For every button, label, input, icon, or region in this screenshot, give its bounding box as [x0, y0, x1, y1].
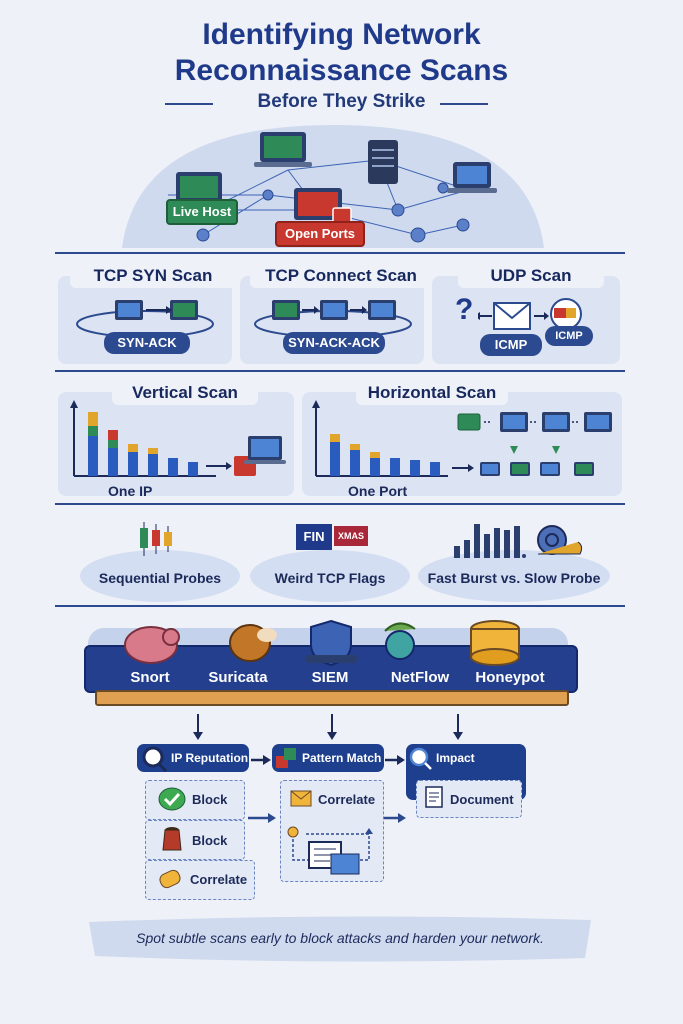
pig-icon: [124, 626, 180, 664]
syn-scan-tag: SYN-ACK: [104, 332, 190, 354]
subtitle-rule-right: [440, 103, 488, 105]
block-label-2: Block: [192, 833, 228, 848]
tool-snort: Snort: [130, 669, 170, 686]
connect-scan-tag: SYN-ACK-ACK: [283, 332, 385, 354]
xmas-flag: XMAS: [334, 526, 368, 546]
database-icon: [470, 620, 520, 666]
open-ports-badge: Open Ports: [275, 221, 365, 247]
vertical-scan-chart: [70, 400, 286, 477]
udp-scan-tag: ICMP: [480, 334, 542, 356]
tool-siem: SIEM: [311, 669, 349, 686]
page-title-line2: Reconnaissance Scans: [174, 54, 509, 87]
live-host-badge: Live Host: [166, 199, 238, 225]
tools-shelf-base: [95, 690, 569, 706]
item-arrows: [248, 813, 406, 823]
section-divider-3: [55, 503, 625, 505]
check-icon: [158, 787, 186, 811]
network-diagram: [122, 125, 544, 248]
tool-netflow: NetFlow: [390, 669, 450, 686]
correlation-flow-icon: [287, 826, 373, 875]
document-icon: [425, 786, 443, 808]
candlestick-icon: [140, 522, 172, 556]
correlate-label-2: Correlate: [318, 792, 376, 807]
section-divider-1: [55, 252, 625, 254]
subtitle-rule-left: [165, 103, 213, 105]
vertical-scan-title: Vertical Scan: [112, 381, 258, 405]
firewall-icon: [162, 827, 182, 851]
block-label-1: Block: [192, 792, 228, 807]
fast-vs-slow-bubble: Fast Burst vs. Slow Probe: [418, 550, 610, 602]
sequential-probes-bubble: Sequential Probes: [80, 550, 240, 602]
netflow-icon: [384, 622, 416, 660]
impact-magnifier-icon: [409, 747, 432, 770]
section-divider-2: [55, 370, 625, 372]
shield-icon: [305, 619, 357, 667]
horizontal-scan-caption: One Port: [348, 483, 408, 499]
footer-brushstroke: [89, 916, 591, 962]
udp-reply-badge: ICMP: [545, 326, 593, 346]
syn-scan-title: TCP SYN Scan: [70, 264, 236, 288]
unknown-port-icon: ?: [455, 293, 474, 326]
bullet-icon: [159, 869, 181, 889]
envelope-icon: [290, 790, 312, 807]
udp-envelope-icon: [478, 298, 582, 330]
flow-down-arrows: [193, 714, 463, 740]
horizontal-scan-title: Horizontal Scan: [356, 381, 508, 405]
document-label: Document: [450, 792, 514, 807]
block-item-2: [145, 820, 245, 860]
page-subtitle: Before They Strike: [257, 91, 426, 112]
connect-scan-title: TCP Connect Scan: [250, 264, 432, 288]
horizontal-scan-chart: [312, 400, 612, 477]
section-divider-4: [55, 605, 625, 607]
pattern-icon: [276, 748, 296, 768]
tool-suricata: Suricata: [208, 669, 268, 686]
footer-tagline: Spot subtle scans early to block attacks…: [136, 930, 544, 946]
pattern-match-header: Pattern Match: [272, 744, 384, 772]
burst-snail-icon: [454, 524, 583, 558]
tool-mascots: [124, 619, 520, 667]
magnifier-icon: [142, 746, 168, 773]
udp-scan-title: UDP Scan: [458, 264, 604, 288]
correlate-label-1: Correlate: [190, 872, 248, 887]
page-title-line1: Identifying Network: [202, 18, 481, 51]
vertical-scan-caption: One IP: [108, 483, 153, 499]
tool-honeypot: Honeypot: [475, 669, 545, 686]
meerkat-icon: [229, 624, 277, 662]
fin-flag: FIN: [296, 524, 332, 550]
header-arrows: [251, 755, 405, 765]
weird-tcp-flags-bubble: Weird TCP Flags: [250, 550, 410, 602]
